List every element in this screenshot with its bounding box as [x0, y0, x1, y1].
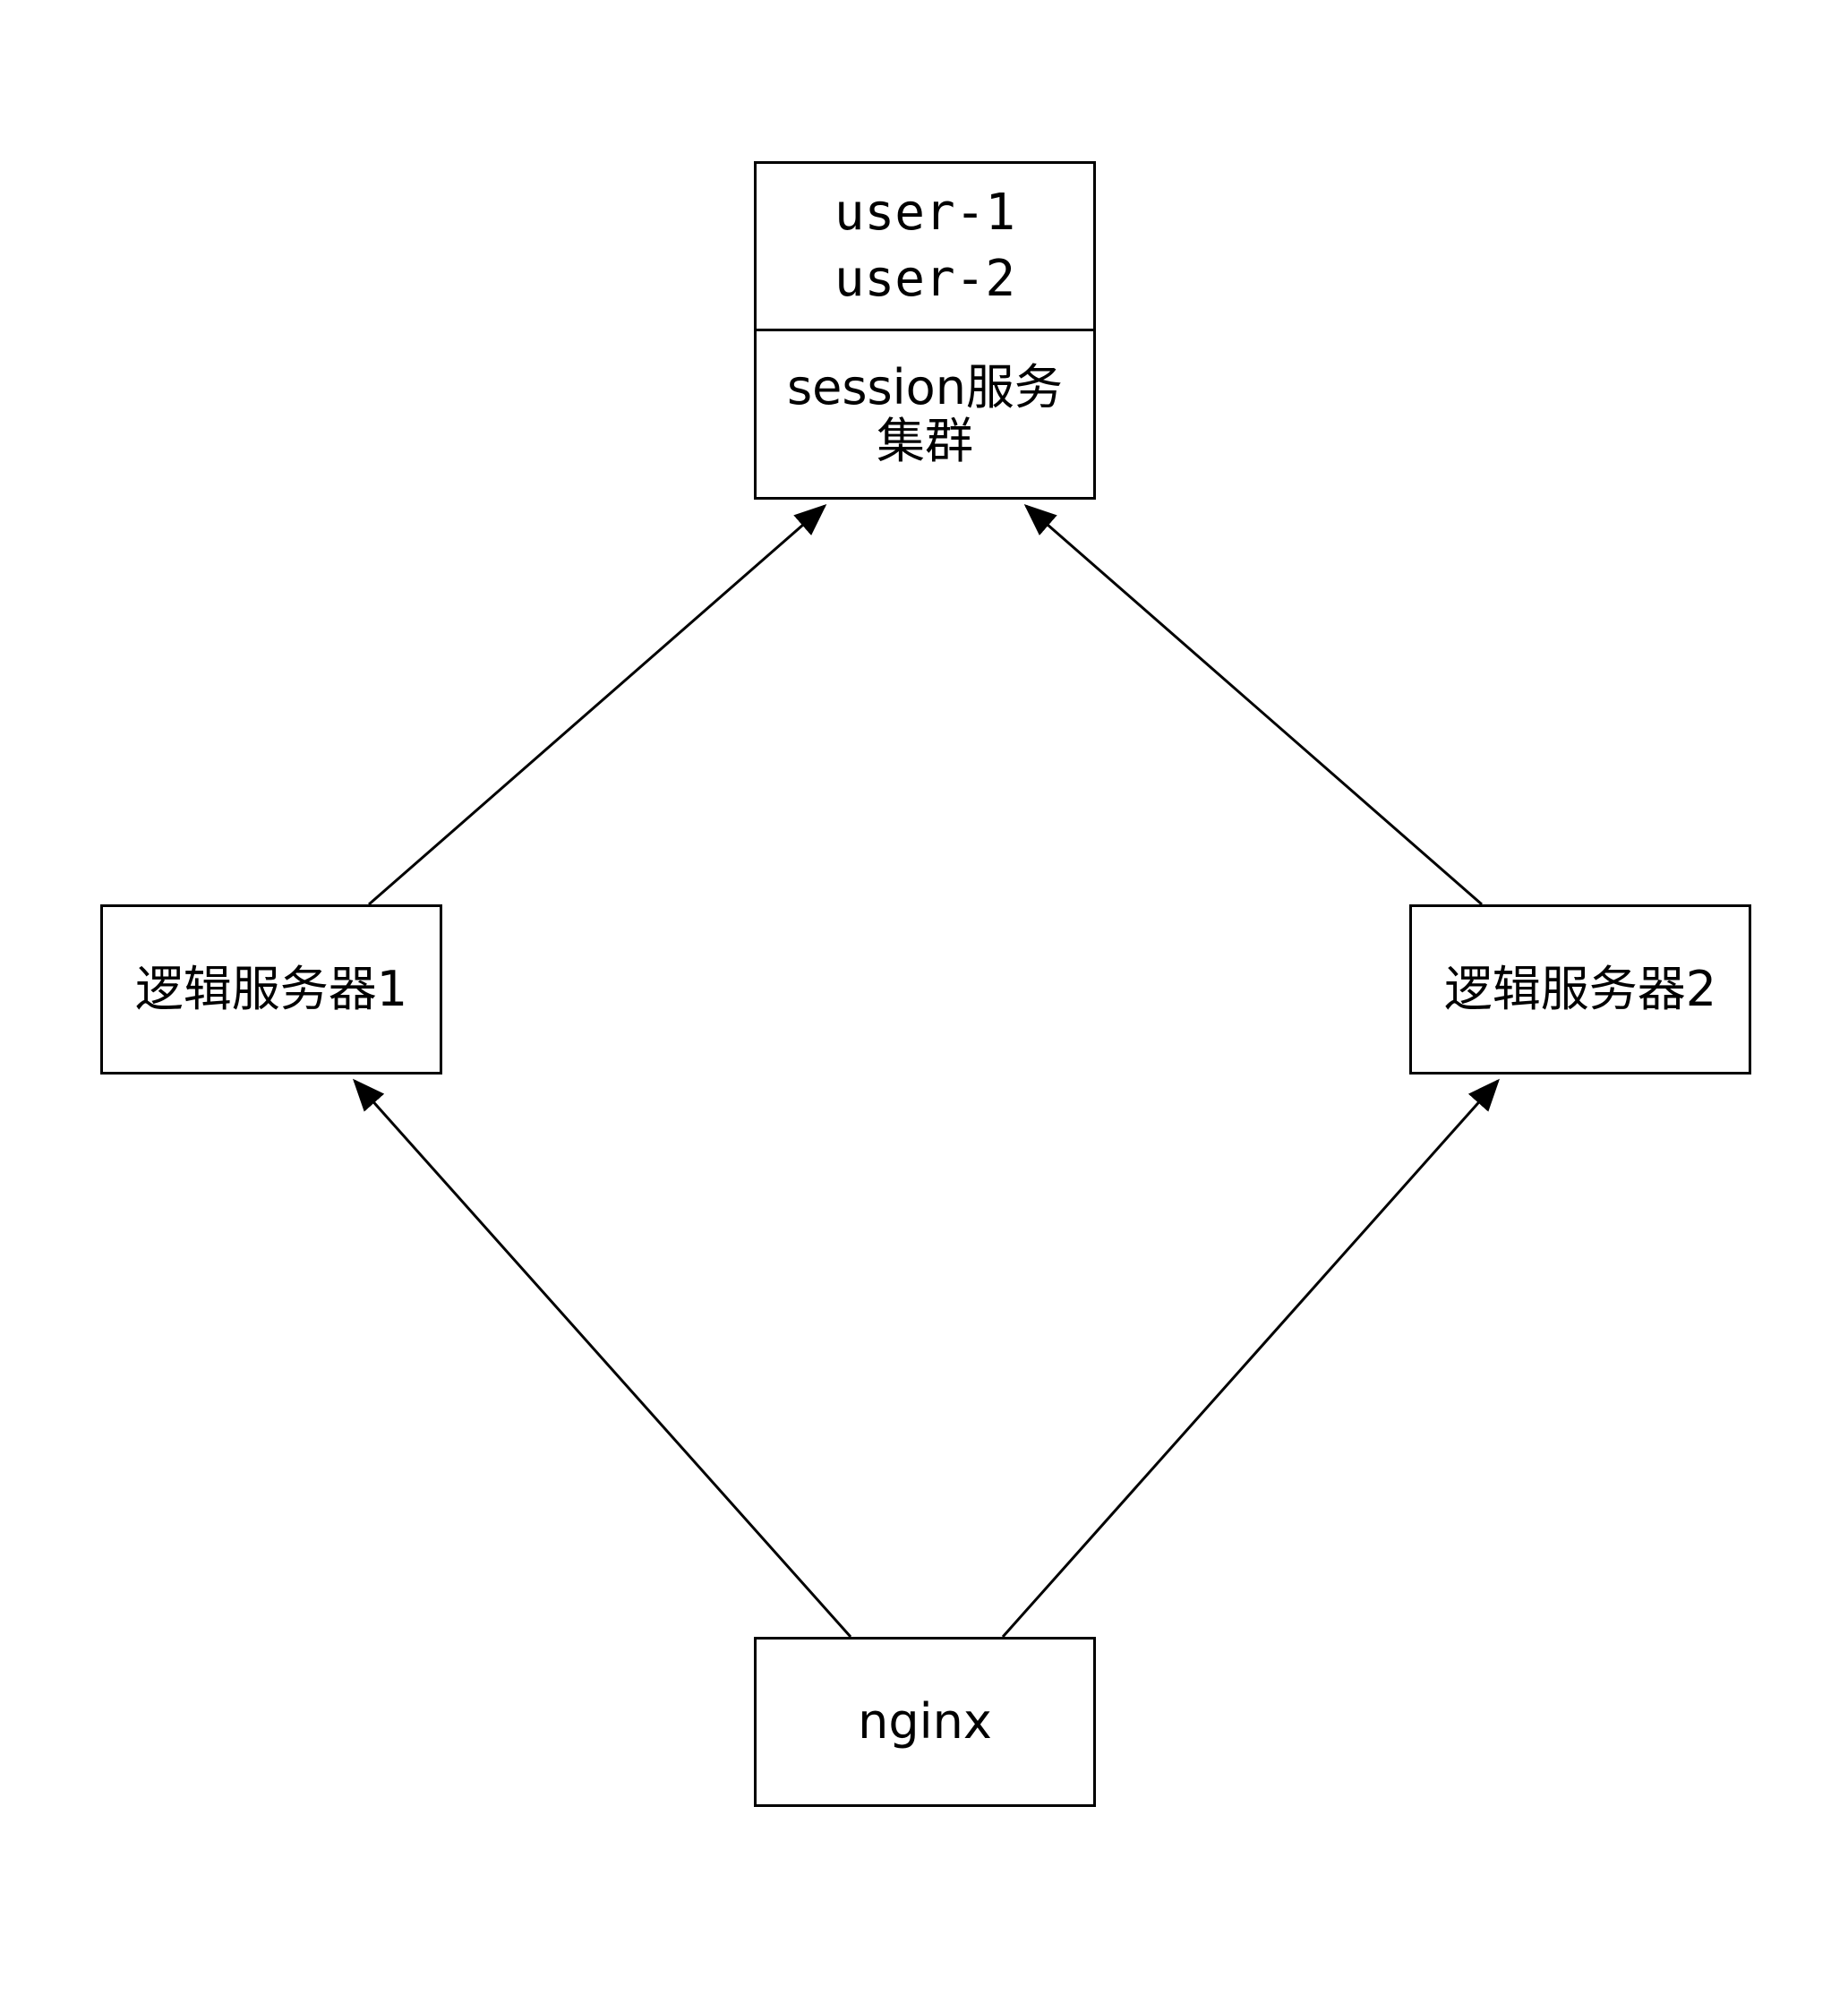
- edge-nginx-to-logic2: [1001, 1078, 1500, 1638]
- session-cluster-label: session服务 集群: [787, 358, 1063, 469]
- logic-server-2-node: 逻辑服务器2: [1409, 904, 1751, 1075]
- session-cluster-node: user-1 user-2 session服务 集群: [754, 161, 1096, 500]
- nginx-node: nginx: [754, 1637, 1096, 1807]
- logic-server-1-label: 逻辑服务器1: [134, 961, 408, 1017]
- session-users-list: user-1 user-2: [757, 164, 1093, 331]
- edge-logic2-to-session: [1023, 504, 1483, 906]
- logic-server-1-node: 逻辑服务器1: [100, 904, 442, 1075]
- nginx-label: nginx: [858, 1693, 992, 1750]
- edge-logic1-to-session: [368, 504, 827, 906]
- edge-nginx-to-logic1: [353, 1078, 852, 1638]
- logic-server-2-label: 逻辑服务器2: [1443, 961, 1717, 1017]
